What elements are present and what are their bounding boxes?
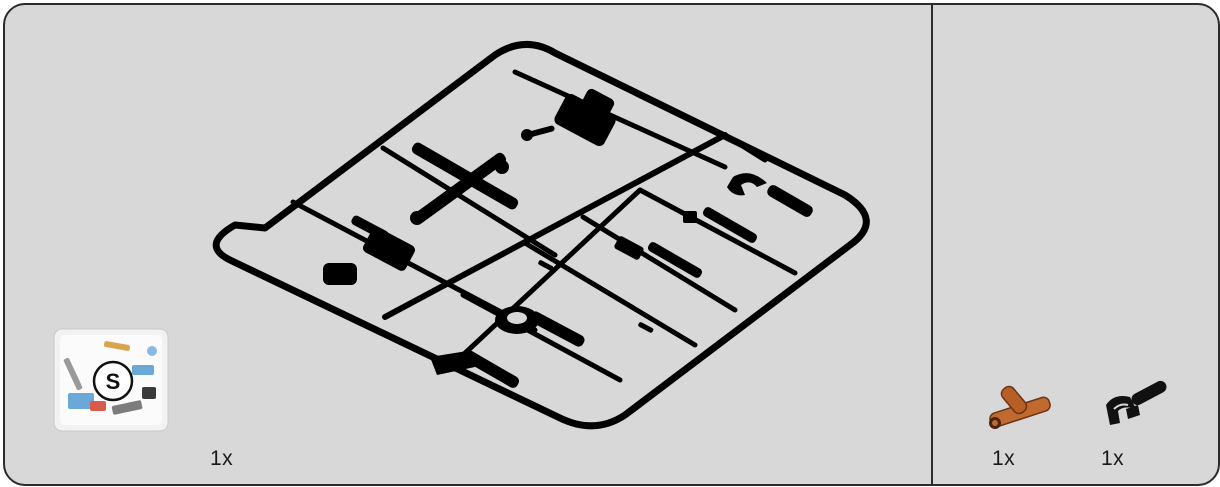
orange-cross-connector-icon <box>985 383 1065 433</box>
parts-bag-icon: S <box>52 327 170 433</box>
side-panel: 1x 1x <box>933 5 1218 484</box>
black-claw-tool-icon <box>1100 381 1172 429</box>
main-panel: S 1x <box>5 5 931 484</box>
part-1-quantity: 1x <box>992 447 1015 471</box>
part-2-quantity: 1x <box>1101 447 1124 471</box>
bag-quantity: 1x <box>210 447 233 471</box>
bag-letter: S <box>106 369 121 394</box>
instruction-step-frame: S 1x <box>3 3 1220 486</box>
tool-sprue-frame-icon <box>205 45 885 440</box>
